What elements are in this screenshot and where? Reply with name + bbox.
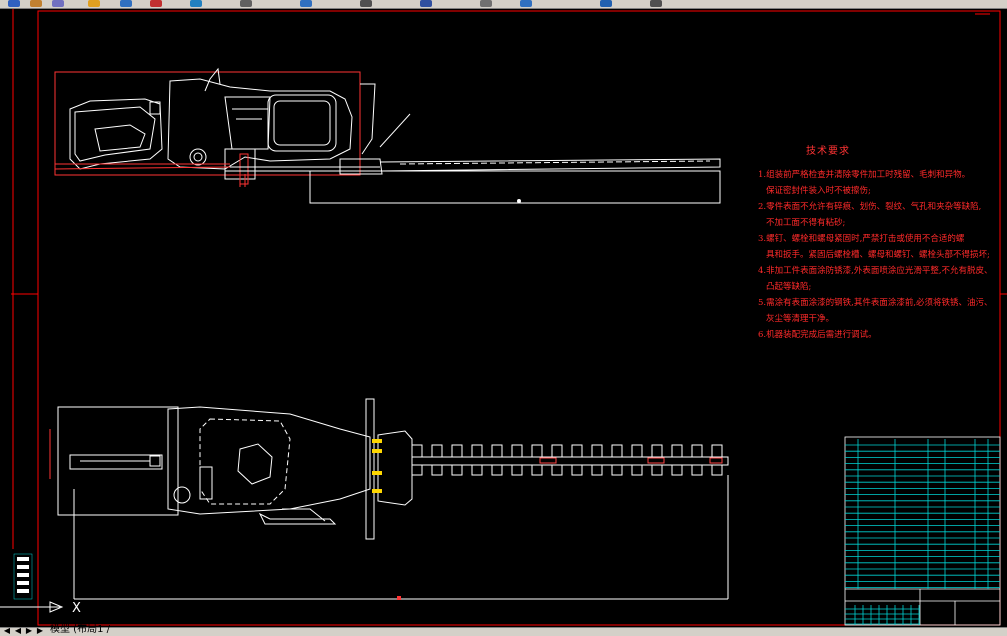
requirement-line: 1.组装前严格检查并清除零件加工时残留、毛刺和异物。 — [758, 170, 971, 180]
title-block — [844, 436, 1001, 626]
svg-text:X: X — [72, 601, 81, 616]
requirement-line: 灰尘等清理干净。 — [766, 314, 835, 324]
side-view — [54, 67, 721, 204]
toolbar-button[interactable] — [420, 0, 432, 7]
requirement-line: 4.非加工件表面涂防锈漆,外表面喷涂应光滑平整,不允有脱皮、 — [758, 266, 993, 276]
requirement-line: 6.机器装配完成后需进行调试。 — [758, 330, 877, 340]
toolbar-button[interactable] — [650, 0, 662, 7]
toolbar-button[interactable] — [600, 0, 612, 7]
drawing-border-outer — [37, 10, 1001, 626]
toolbar-button[interactable] — [190, 0, 202, 7]
requirement-line: 3.螺钉、螺栓和螺母紧固时,严禁打击或使用不合适的螺 — [758, 234, 965, 244]
requirement-line: 2.零件表面不允许有碎痕、划伤、裂纹、气孔和夹杂等缺陷, — [758, 202, 982, 212]
layout-nav-next-icon[interactable]: ▶ — [25, 626, 33, 635]
toolbar-button[interactable] — [30, 0, 42, 7]
toolbar-button[interactable] — [480, 0, 492, 7]
toolbar-button[interactable] — [520, 0, 532, 7]
toolbar-button[interactable] — [8, 0, 20, 7]
layout-nav-prev-icon[interactable]: ◀ — [14, 626, 22, 635]
toolbar-button[interactable] — [240, 0, 252, 7]
toolbar — [0, 0, 1007, 9]
requirement-line: 具和扳手。紧固后螺栓槽、螺母和螺钉、螺栓头部不得损坏; — [766, 250, 990, 260]
toolbar-button[interactable] — [52, 0, 64, 7]
plan-view — [49, 398, 729, 600]
technical-requirements-title: 技术要求 — [806, 146, 850, 157]
requirement-line: 凸起等缺陷; — [766, 282, 812, 292]
toolbar-button[interactable] — [150, 0, 162, 7]
requirement-line: 5.需涂有表面涂漆的钢铁,其件表面涂漆前,必须将铁锈、油污、 — [758, 298, 993, 308]
layout-nav-first-icon[interactable]: ◀ — [3, 626, 11, 635]
drawing-canvas[interactable]: X 技术要求 1.组装前严格检查并清除零件加工时残留、毛刺和异物。保证密封件装入… — [0, 9, 1007, 627]
toolbar-button[interactable] — [120, 0, 132, 7]
layout-nav-last-icon[interactable]: ▶ — [36, 626, 44, 635]
requirement-line: 保证密封件装入时不被擦伤; — [766, 186, 871, 196]
toolbar-button[interactable] — [300, 0, 312, 7]
toolbar-button[interactable] — [360, 0, 372, 7]
cad-drawing: X — [0, 9, 1007, 626]
requirement-line: 不加工面不得有粘砂; — [766, 218, 846, 228]
toolbar-button[interactable] — [88, 0, 100, 7]
layout-tab-bar — [0, 627, 1007, 636]
ucs-icon: X — [0, 553, 81, 616]
layout-tab-model[interactable]: 模型 (布局1 / — [50, 624, 110, 635]
